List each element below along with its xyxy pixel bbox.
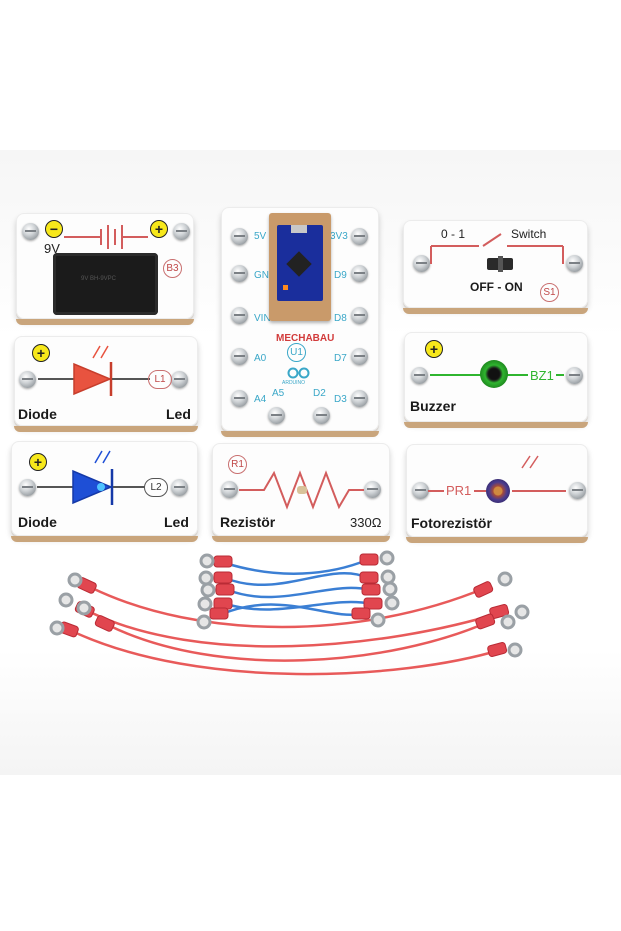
pin-label-vin: VIN [254, 313, 271, 324]
photoresistor-board: PR1 Fotorezistör [406, 444, 588, 543]
screw [351, 307, 368, 324]
red-led-type: Led [166, 406, 191, 422]
pin-label-d9: D9 [334, 270, 347, 281]
resistor-value: 330Ω [350, 515, 382, 530]
pin-label-d3: D3 [334, 394, 347, 405]
pin-label-a5: A5 [272, 388, 285, 399]
switch-board: 0 - 1 Switch OFF - ON S1 [403, 220, 588, 314]
screw [231, 307, 248, 324]
switch-range-label: 0 - 1 [441, 227, 466, 241]
switch-title-label: Switch [511, 227, 547, 241]
screw [351, 265, 368, 282]
blue-led-name: Diode [18, 514, 57, 530]
led-plus-terminal: + [32, 344, 50, 362]
screw [171, 371, 188, 388]
screw [412, 482, 429, 499]
battery-holder-text: 9V BH-9VPC [81, 276, 117, 282]
nano-led [283, 285, 288, 290]
screw [351, 348, 368, 365]
battery-symbol [64, 225, 148, 249]
screw [313, 407, 330, 424]
screw [19, 479, 36, 496]
nano-module-frame [269, 213, 331, 321]
screw [171, 479, 188, 496]
battery-plus-terminal: + [150, 220, 168, 238]
battery-holder: 9V BH-9VPC [53, 253, 158, 315]
led-plus-terminal: + [29, 453, 47, 471]
slide-switch[interactable] [487, 256, 513, 272]
arduino-logo-text: ARDUINO [282, 380, 306, 386]
photoresistor-symbol [428, 455, 566, 492]
red-led-board: + L1 Diode Led [14, 336, 198, 432]
screw [22, 223, 39, 240]
battery-code-badge: B3 [163, 259, 182, 278]
screw [221, 481, 238, 498]
screw [173, 223, 190, 240]
pin-label-5v: 5V [254, 231, 267, 242]
resistor-component [297, 486, 307, 494]
screw [566, 255, 583, 272]
red-led-code-badge: L1 [148, 370, 172, 389]
slide-switch-knob[interactable] [498, 256, 503, 272]
buzzer-name: Buzzer [410, 398, 456, 414]
resistor-board: R1 Rezistör 330Ω [212, 443, 390, 542]
battery-minus-terminal: − [45, 220, 63, 238]
blue-led-symbol [37, 450, 145, 505]
pin-label-a4: A4 [254, 394, 267, 405]
screw [351, 228, 368, 245]
screw [268, 407, 285, 424]
pin-label-d8: D8 [334, 313, 347, 324]
buzzer-plus-terminal: + [425, 340, 443, 358]
blue-led-board: + L2 Diode Led [11, 441, 198, 542]
screw [413, 255, 430, 272]
photoresistor-component [486, 479, 510, 503]
photoresistor-name: Fotorezistör [411, 515, 492, 531]
screw [364, 481, 381, 498]
buzzer-code-label: BZ1 [530, 368, 554, 383]
usb-port [291, 225, 307, 233]
pin-label-d7: D7 [334, 353, 347, 364]
pin-label-gnd: GND [254, 270, 277, 281]
mechabau-brand: MECHABAU [276, 333, 335, 344]
screw [351, 390, 368, 407]
screw [231, 265, 248, 282]
screw [411, 367, 428, 384]
photoresistor-code-label: PR1 [446, 483, 472, 498]
switch-symbol [430, 233, 564, 264]
arduino-board: 5V GND VIN A0 A4 3V3 D9 D8 D7 D3 A5 D2 U… [221, 207, 379, 437]
screw [566, 367, 583, 384]
red-led-name: Diode [18, 406, 57, 422]
battery-board: − + 9V 9V BH-9VPC B3 [16, 213, 194, 325]
pin-label-3v3: 3V3 [330, 231, 348, 242]
battery-voltage-label: 9V [44, 241, 60, 256]
screw [19, 371, 36, 388]
red-led-symbol [38, 345, 150, 396]
resistor-name: Rezistör [220, 514, 276, 530]
buzzer-board: + BZ1 Buzzer [404, 332, 588, 428]
screw [231, 390, 248, 407]
switch-code-badge: S1 [540, 283, 559, 302]
arduino-logo [287, 367, 311, 379]
pin-label-d2: D2 [313, 388, 326, 399]
screw [231, 228, 248, 245]
blue-led-type: Led [164, 514, 189, 530]
screw [231, 348, 248, 365]
buzzer-component [480, 360, 508, 388]
blue-led-code-badge: L2 [144, 478, 168, 497]
nano-module [277, 225, 323, 301]
pin-label-a0: A0 [254, 353, 267, 364]
arduino-code-badge: U1 [287, 343, 306, 362]
switch-state-label: OFF - ON [470, 280, 523, 294]
screw [569, 482, 586, 499]
resistor-code-badge: R1 [228, 455, 247, 474]
buzzer-symbol [430, 374, 564, 376]
